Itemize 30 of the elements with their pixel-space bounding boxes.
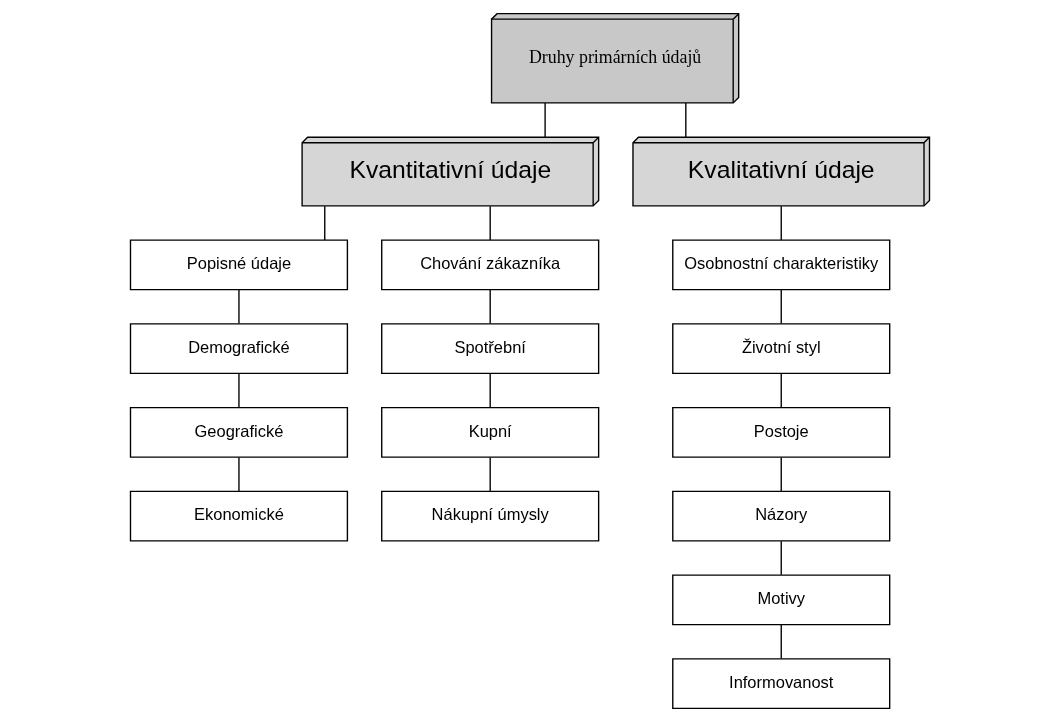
connector: [780, 205, 782, 241]
node-box: Informovanost: [672, 658, 891, 710]
connector: [324, 205, 326, 241]
connector: [489, 289, 491, 325]
connector: [238, 289, 240, 325]
connector: [780, 624, 782, 660]
connector: [780, 373, 782, 408]
connector: [780, 540, 782, 576]
node-box: Nákupní úmysly: [381, 490, 600, 542]
connector: [685, 102, 687, 138]
node-box: Motivy: [672, 574, 891, 626]
connector: [780, 456, 782, 492]
node-box: Postoje: [672, 407, 891, 458]
connector: [238, 373, 240, 408]
connector: [544, 102, 546, 138]
node-box: Demografické: [129, 323, 349, 375]
node-box: Životní styl: [672, 323, 891, 375]
connector: [489, 373, 491, 408]
node-box: Názory: [672, 490, 891, 542]
node-box: Osobnostní charakteristiky: [672, 239, 891, 291]
connector: [489, 205, 491, 241]
connector: [489, 456, 491, 492]
node-box: Kupní: [381, 407, 600, 458]
connector: [780, 289, 782, 325]
node-box: Ekonomické: [129, 490, 349, 542]
node-box: Spotřební: [381, 323, 600, 375]
connector: [238, 456, 240, 492]
node-box: Chování zákazníka: [381, 239, 600, 291]
node-box: Popisné údaje: [129, 239, 349, 291]
node-box: Geografické: [129, 407, 349, 458]
